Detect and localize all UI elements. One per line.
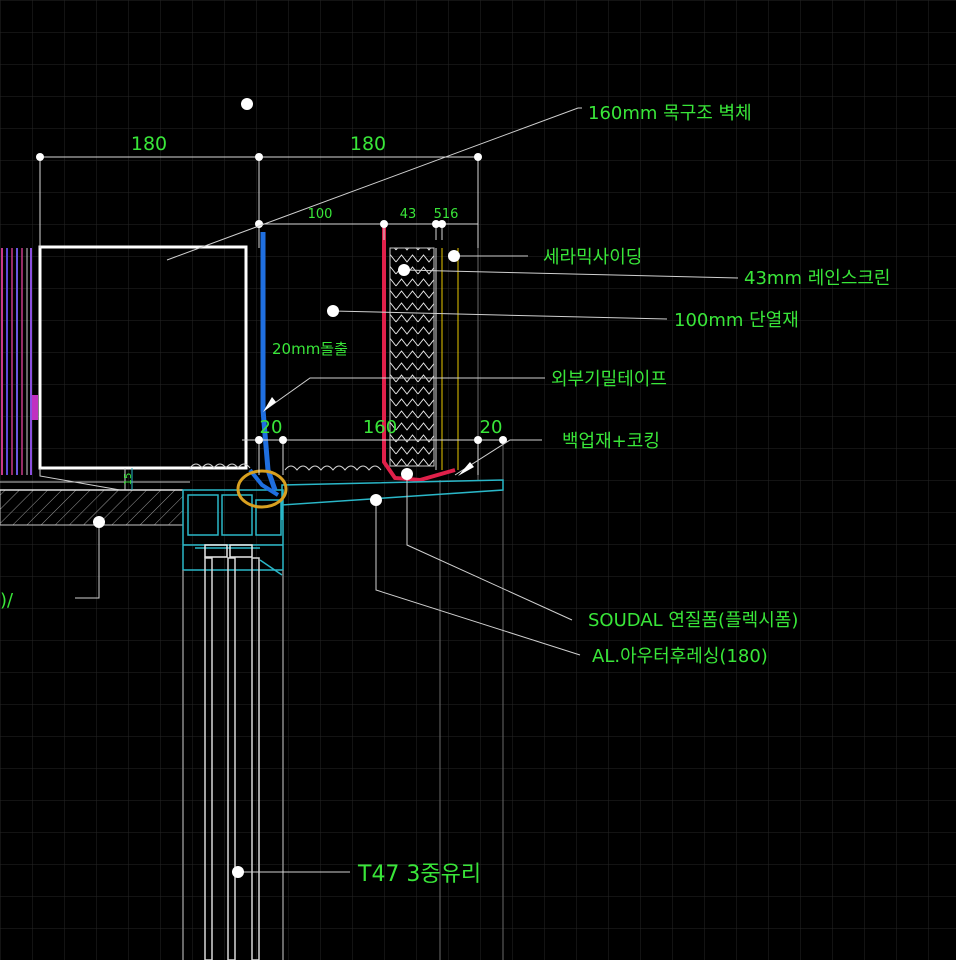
label-soudal-foam: SOUDAL 연질폼(플렉시폼) — [588, 610, 798, 631]
leader-arrows — [263, 397, 474, 476]
label-al-flashing: AL.아우터후레싱(180) — [592, 646, 768, 667]
leader-lines — [75, 107, 739, 873]
dim-bottom-20-left: 20 — [260, 417, 283, 438]
label-rain-screen: 43mm 레인스크린 — [744, 268, 891, 289]
leader-dots — [93, 98, 460, 878]
left-wall-layers — [1, 248, 38, 475]
insulation-foam-band — [189, 463, 382, 471]
dim-top-right: 180 — [350, 133, 386, 155]
wood-wall-box — [38, 245, 248, 470]
dimension-ticks — [36, 153, 507, 444]
dim-sub-43: 43 — [400, 207, 417, 222]
soudal-foam-ring — [236, 469, 288, 509]
label-glass: T47 3중유리 — [357, 862, 481, 887]
label-backup-caulking: 백업재+코킹 — [562, 431, 660, 452]
label-left-fragment: )/ — [0, 590, 14, 611]
red-membrane — [382, 226, 456, 483]
dim-bottom-160: 160 — [363, 417, 397, 438]
label-ceramic-siding: 세라믹사이딩 — [543, 247, 642, 268]
window-frame — [182, 489, 284, 576]
dim-sub-516: 516 — [434, 207, 459, 222]
rain-screen-battens — [389, 247, 435, 467]
dim-bottom-20-right: 20 — [480, 417, 503, 438]
dim-sub-100: 100 — [308, 207, 333, 222]
label-airtight-tape: 외부기밀테이프 — [551, 369, 667, 390]
label-projection: 20mm돌출 — [272, 340, 348, 358]
dim-vertical-15: 15 — [123, 473, 134, 486]
triple-glass — [182, 557, 284, 960]
label-insulation: 100mm 단열재 — [674, 310, 799, 331]
dim-top-left: 180 — [131, 133, 167, 155]
label-wood-wall: 160mm 목구조 벽체 — [588, 103, 752, 124]
